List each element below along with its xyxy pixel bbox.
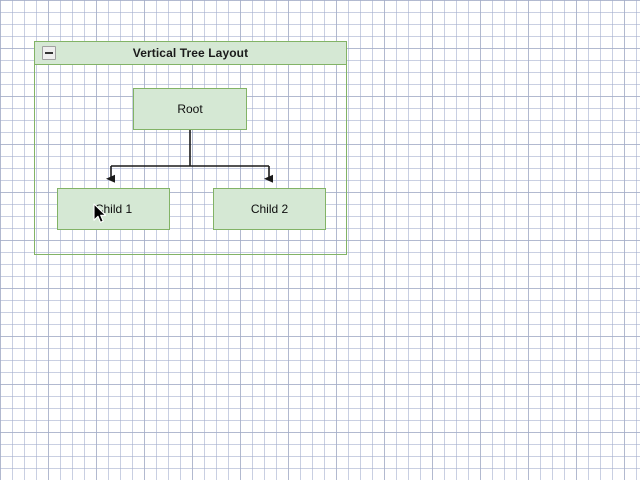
node-root[interactable]: Root xyxy=(133,88,247,130)
node-child-2[interactable]: Child 2 xyxy=(213,188,326,230)
node-root-label: Root xyxy=(177,102,203,116)
node-child-2-label: Child 2 xyxy=(250,202,289,216)
tree-container-group[interactable]: Vertical Tree Layout xyxy=(34,41,347,255)
container-title: Vertical Tree Layout xyxy=(132,46,249,60)
node-child-1[interactable]: Child 1 xyxy=(57,188,170,230)
minus-icon xyxy=(45,52,53,54)
collapse-toggle-icon[interactable] xyxy=(42,46,56,60)
node-child-1-label: Child 1 xyxy=(94,202,133,216)
container-header-bar[interactable]: Vertical Tree Layout xyxy=(35,42,346,65)
